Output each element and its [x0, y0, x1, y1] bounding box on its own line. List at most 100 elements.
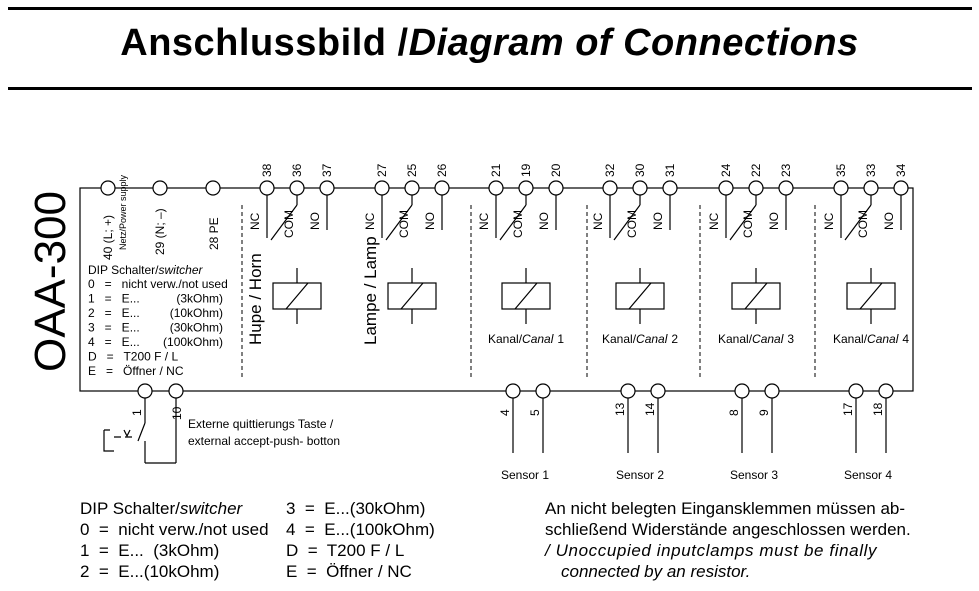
top-rule [8, 7, 972, 10]
terminal-circle [863, 180, 879, 196]
terminal-number: 13 [613, 402, 627, 416]
contact-blade [385, 204, 413, 241]
relay-name: Hupe / Horn [246, 253, 265, 345]
terminal-number: 35 [834, 163, 848, 177]
contact-label: COM [511, 210, 525, 238]
device-model: OAA-300 [26, 191, 75, 372]
power-label-supply: Netz/Power supply [118, 174, 128, 250]
contact-label: COM [282, 210, 296, 238]
terminal-circle [764, 383, 780, 399]
terminal-number: 8 [727, 409, 741, 416]
dip-title-italic: switcher [158, 263, 203, 277]
contact-blade [270, 204, 298, 241]
dip-row: 3 = E... (30kOhm) [88, 321, 223, 335]
terminal-number: 10 [170, 406, 184, 420]
sensor-label: Sensor 4 [844, 468, 892, 482]
coil-diagonal [285, 282, 309, 310]
contact-label: NO [651, 212, 665, 230]
title-main: Anschlussbild / [120, 22, 409, 64]
terminal-number: 17 [841, 402, 855, 416]
terminal-circle [137, 383, 153, 399]
terminal-number: 27 [375, 163, 389, 177]
terminal-circle [168, 383, 184, 399]
coil-diagonal [514, 282, 538, 310]
terminal-circle [434, 180, 450, 196]
terminal-number: 32 [603, 163, 617, 177]
terminal-number: 4 [498, 409, 512, 416]
terminal-number: 23 [779, 163, 793, 177]
terminal-circle [289, 180, 305, 196]
dip-row: 0 = nicht verw./not used [88, 277, 228, 291]
terminal-number: 5 [528, 409, 542, 416]
terminal-circle [100, 180, 116, 196]
coil-diagonal [400, 282, 424, 310]
terminal-number: 9 [757, 409, 771, 416]
terminal-circle [778, 180, 794, 196]
accept-label-en: external accept-push- botton [188, 434, 340, 448]
contact-label: COM [741, 210, 755, 238]
legend-title: DIP Schalter/ [80, 499, 180, 518]
dip-switch-box: DIP Schalter/switcher 0 = nicht verw./no… [88, 263, 228, 378]
dip-row: D = T200 F / L [88, 350, 178, 364]
terminal-number: 19 [519, 163, 533, 177]
svg-text:DIP Schalter/switcher: DIP Schalter/switcher [88, 263, 203, 277]
terminal-circle [734, 383, 750, 399]
terminal-circle [632, 180, 648, 196]
legend-row: E = Öffner / NC [286, 562, 412, 581]
contact-label: COM [625, 210, 639, 238]
terminal-circle [404, 180, 420, 196]
terminal-circle [505, 383, 521, 399]
dip-row: E = Öffner / NC [88, 364, 184, 378]
sensor-label: Sensor 1 [501, 468, 549, 482]
coil-diagonal [744, 282, 768, 310]
push-button-symbol [103, 429, 132, 452]
terminal-number: 31 [663, 163, 677, 177]
coil-diagonal [859, 282, 883, 310]
terminal-number: 34 [894, 163, 908, 177]
terminal-circle [848, 383, 864, 399]
contact-label: NO [423, 212, 437, 230]
terminal-circle [259, 180, 275, 196]
sensor-label: Sensor 2 [616, 468, 664, 482]
terminal-circle [488, 180, 504, 196]
legend-title-italic: switcher [179, 499, 243, 518]
terminal-circle [650, 383, 666, 399]
page-title: Anschlussbild /Diagram of Connections [0, 22, 979, 65]
terminal-number: 25 [405, 163, 419, 177]
button-contact [137, 422, 146, 442]
contact-label: NC [477, 212, 491, 230]
terminal-circle [718, 180, 734, 196]
contact-label: COM [397, 210, 411, 238]
contact-label: NO [882, 212, 896, 230]
accept-label-de: Externe quittierungs Taste / [188, 417, 334, 431]
contact-label: NC [591, 212, 605, 230]
terminal-circle [518, 180, 534, 196]
terminal-circle [152, 180, 168, 196]
contact-blade [613, 204, 641, 241]
contact-blade [729, 204, 757, 241]
terminal-circle [893, 180, 909, 196]
terminal-number: 24 [719, 163, 733, 177]
dip-title: DIP Schalter/ [88, 263, 159, 277]
terminal-circle [878, 383, 894, 399]
terminal-circle [205, 180, 221, 196]
title-italic: Diagram of Connections [408, 22, 859, 64]
legend-row: 2 = E...(10kOhm) [80, 562, 220, 581]
power-label-40: 40 (L; +) [101, 215, 115, 260]
contact-label: NO [537, 212, 551, 230]
dip-row: 2 = E... (10kOhm) [88, 306, 223, 320]
dip-row: 4 = E... (100kOhm) [88, 335, 223, 349]
terminal-number: 33 [864, 163, 878, 177]
contact-label: NC [822, 212, 836, 230]
